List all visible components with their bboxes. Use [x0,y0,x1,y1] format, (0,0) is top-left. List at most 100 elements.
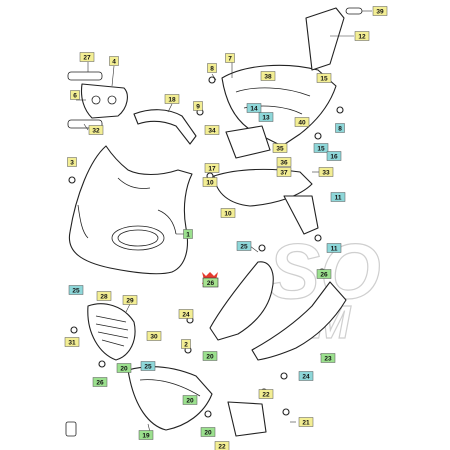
callout-23: 23 [320,353,336,363]
callout-box [214,441,230,450]
callout-28: 28 [96,291,112,301]
callout-number: 10 [224,210,232,217]
callout-37: 37 [276,167,292,177]
handle-cover-part [80,83,128,119]
callout-box [92,377,108,387]
callout-17: 17 [204,163,220,173]
callout-number: 38 [264,73,272,80]
callout-box [68,285,84,295]
callout-24: 24 [298,371,314,381]
callout-box [116,363,132,373]
callout-box [335,123,345,133]
callout-33: 33 [318,167,334,177]
callout-9: 9 [193,101,203,111]
callout-box [67,157,77,167]
callout-11: 11 [326,243,342,253]
callout-36: 36 [276,157,292,167]
callout-number: 27 [83,54,91,61]
leader-29 [125,303,131,313]
callout-number: 8 [338,125,342,132]
callout-box [181,339,191,349]
screw-icon [68,176,76,184]
callout-box [225,53,235,63]
handle-cover-hole [91,95,101,105]
leader-18 [167,103,173,113]
callout-18: 18 [164,94,180,104]
highlight-callout-box [202,277,219,288]
callout-box [260,71,276,81]
callout-box [298,371,314,381]
callout-number: 26 [96,379,104,386]
callout-box [200,427,216,437]
callout-number: 19 [142,432,150,439]
callout-38: 38 [260,71,276,81]
side-cover-part [209,261,274,341]
screw-icon [314,132,322,140]
callout-box [326,243,342,253]
under-cover-part [127,366,213,431]
screw-icon [314,234,322,242]
callout-number: 32 [92,127,100,134]
callout-30: 30 [146,331,162,341]
callout-box [193,101,203,111]
callout-number: 20 [204,429,212,436]
callout-number: 37 [280,169,288,176]
callout-box [294,117,310,127]
callout-number: 1 [186,231,190,238]
callout-number: 33 [322,169,330,176]
callout-box [272,143,288,153]
screw-icon [204,410,212,418]
callout-31: 31 [64,337,80,347]
callout-4: 4 [109,56,119,66]
callout-number: 2 [184,341,188,348]
callout-22: 22 [258,389,274,399]
callout-number: 16 [330,153,338,160]
callout-box [202,351,218,361]
callout-8: 8 [207,63,217,73]
highlight-marker: 26 [202,272,219,288]
callout-number: 25 [144,363,152,370]
highlight-callout-text: 26 [207,280,215,287]
callout-box [182,395,198,405]
callout-box [122,295,138,305]
callout-box [372,6,388,16]
callout-box [164,94,180,104]
callout-number: 28 [100,293,108,300]
grille-slats [95,315,129,347]
callout-box [316,269,332,279]
callout-box [318,167,334,177]
callout-25: 25 [140,361,156,371]
callout-number: 8 [210,65,214,72]
screw-icon [208,76,216,84]
callout-19: 19 [138,430,154,440]
callout-20: 20 [202,351,218,361]
callout-box [79,52,95,62]
leader-4 [111,65,115,87]
shield-vent-left [77,204,89,239]
callout-box [204,125,220,135]
callout-34: 34 [204,125,220,135]
callout-number: 4 [112,58,116,65]
callout-number: 7 [228,55,232,62]
callout-box [204,163,220,173]
callout-box [354,31,370,41]
callout-number: 20 [186,397,194,404]
front-shield-part [68,145,193,275]
callout-number: 23 [324,355,332,362]
callout-8: 8 [335,123,345,133]
callout-box [258,112,274,122]
callout-box [202,177,218,187]
callout-number: 25 [240,243,248,250]
top-bracket-part [305,7,345,71]
callout-number: 34 [208,127,216,134]
leader-lines [76,10,372,433]
callout-number: 20 [120,365,128,372]
callout-number: 29 [126,297,134,304]
shield-headlight-opening [111,225,165,251]
callout-21: 21 [298,417,314,427]
callout-11: 11 [330,192,346,202]
callout-number: 30 [150,333,158,340]
callout-39: 39 [372,6,388,16]
callout-box [313,143,329,153]
